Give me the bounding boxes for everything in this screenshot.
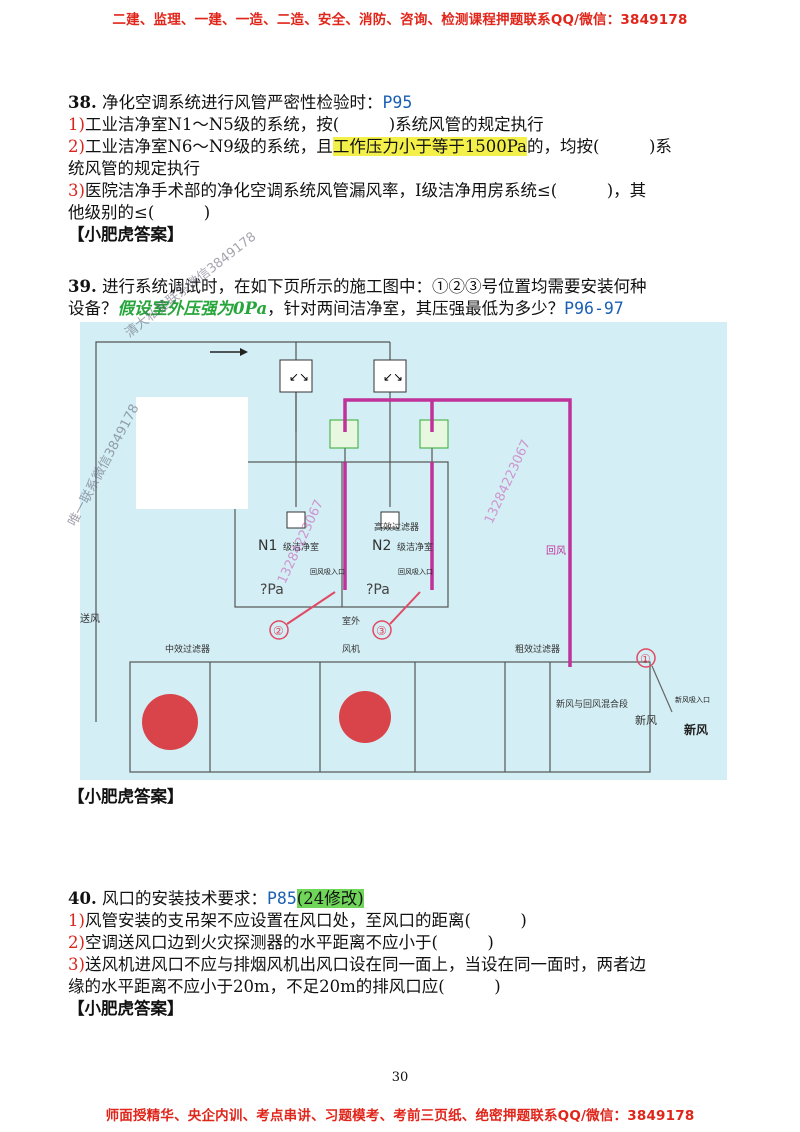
q38-item-2: 2)工业洁净室N6～N9级的系统，且工作压力小于等于1500Pa的，均按( )系 xyxy=(68,136,738,158)
q40-title: 风口的安装技术要求： xyxy=(101,889,267,908)
q38-item-2-text-a: 工业洁净室N6～N9级的系统，且 xyxy=(84,137,333,156)
mix-section-label: 新风与回风混合段 xyxy=(556,698,628,710)
q38-item-3-num: 3) xyxy=(68,181,85,200)
q39-number: 39. xyxy=(68,277,97,296)
marker-1-text: ① xyxy=(640,652,651,666)
seal-stamp-2 xyxy=(339,691,391,743)
q39-highlight: 假设室外压强为0Pa xyxy=(117,299,268,318)
return-inlet-1-label: 回风吸入口 xyxy=(310,568,345,576)
supply-air-label: 送风 xyxy=(80,612,100,625)
marker-2 xyxy=(269,620,289,640)
fresh-air-label-2: 新风 xyxy=(684,722,708,737)
q40-item-1-text: 风管安装的支吊架不应设置在风口处，至风口的距离( ) xyxy=(84,911,527,930)
marker-3-text: ③ xyxy=(376,624,387,638)
mid-filter-label: 中效过滤器 xyxy=(165,643,210,655)
blank-overlay xyxy=(136,397,248,509)
q40-number: 40. xyxy=(68,889,97,908)
q38-item-1: 1)工业洁净室N1～N5级的系统，按( )系统风管的规定执行 xyxy=(68,114,738,136)
q39-line-1: 39. 进行系统调试时，在如下页所示的施工图中：①②③号位置均需要安装何种 xyxy=(68,276,738,298)
fan-label: 风机 xyxy=(342,643,360,655)
q38-item-2-highlight: 工作压力小于等于1500Pa xyxy=(332,137,528,156)
room2-label-n: N2 xyxy=(372,538,391,554)
q39-answer: 【小肥虎答案】 xyxy=(68,787,184,806)
q40-item-3-cont: 缘的水平距离不应小于20m，不足20m的排风口应( ) xyxy=(68,977,501,996)
fresh-air-label-1: 新风 xyxy=(635,713,657,727)
q40-item-3-num: 3) xyxy=(68,955,85,974)
q40-item-1-num: 1) xyxy=(68,911,85,930)
hvac-system-diagram: ↙↘ ↙↘ N1 级洁净室 N2 级洁净室 高效过滤器 ?Pa ?Pa 回风吸入… xyxy=(80,322,727,780)
marker-2-text: ② xyxy=(273,624,284,638)
room1-label-n: N1 xyxy=(258,538,277,554)
q40-item-2-text: 空调送风口边到火灾探测器的水平距离不应小于( ) xyxy=(84,933,494,952)
fresh-inlet-label: 新风吸入口 xyxy=(675,695,710,704)
page-number: 30 xyxy=(391,1070,409,1085)
q40-item-3: 3)送风机进风口不应与排烟风机出风口设在同一面上，当设在同一面时，两者边 xyxy=(68,954,738,976)
q38-item-2-cont: 统风管的规定执行 xyxy=(68,159,200,178)
return-air-label: 回风 xyxy=(546,545,566,557)
room1-pressure: ?Pa xyxy=(260,582,284,598)
q39-text-b: 设备？ xyxy=(68,299,118,318)
q38-item-1-num: 1) xyxy=(68,115,85,134)
q38-item-2-num: 2) xyxy=(68,137,85,156)
q38-item-2-text-b: 的，均按( )系 xyxy=(527,137,672,156)
q40-item-2: 2)空调送风口边到火灾探测器的水平距离不应小于( ) xyxy=(68,932,738,954)
return-duct xyxy=(343,398,572,667)
q38-item-3-text: 医院洁净手术部的净化空调系统风管漏风率，I级洁净用房系统≤( )，其 xyxy=(84,181,647,200)
svg-text:↙↘: ↙↘ xyxy=(289,370,309,384)
room2-label-s: 级洁净室 xyxy=(397,541,433,553)
q40-item-1: 1)风管安装的支吊架不应设置在风口处，至风口的距离( ) xyxy=(68,910,738,932)
q38-answer: 【小肥虎答案】 xyxy=(68,225,184,244)
q38-item-3-cont: 他级别的≤( ) xyxy=(68,203,211,222)
return-inlet-2-label: 回风吸入口 xyxy=(398,568,433,576)
q38-number: 38. xyxy=(68,93,97,112)
q38-item-1-text: 工业洁净室N1～N5级的系统，按( )系统风管的规定执行 xyxy=(84,115,544,134)
q38-item-3: 3)医院洁净手术部的净化空调系统风管漏风率，I级洁净用房系统≤( )，其 xyxy=(68,180,738,202)
q38-title: 净化空调系统进行风管严密性检验时： xyxy=(101,93,383,112)
top-banner: 二建、监理、一建、一造、二造、安全、消防、咨询、检测课程押题联系QQ/微信：38… xyxy=(112,12,688,28)
hepa-filter-1 xyxy=(286,511,306,529)
bottom-banner: 师面授精华、央企内训、考点串讲、习题模考、考前三页纸、绝密押题联系QQ/微信：3… xyxy=(105,1108,695,1124)
outdoor-label: 室外 xyxy=(342,615,360,627)
svg-text:↙↘: ↙↘ xyxy=(383,370,403,384)
marker-1 xyxy=(636,648,656,668)
seal-stamp-1 xyxy=(142,694,198,750)
q40-item-3-text: 送风机进风口不应与排烟风机出风口设在同一面上，当设在同一面时，两者边 xyxy=(84,955,646,974)
q40-title-line: 40. 风口的安装技术要求：P85(24修改) xyxy=(68,888,738,910)
q38-page-ref: P95 xyxy=(382,93,413,112)
damper-icon: ↙↘ ↙↘ xyxy=(279,359,407,393)
q39-page-ref: P96-97 xyxy=(564,299,624,318)
marker-3 xyxy=(372,620,392,640)
q39-line-2: 设备？假设室外压强为0Pa，针对两间洁净室，其压强最低为多少？P96-97 xyxy=(68,298,738,320)
q40-page-ref: P85 xyxy=(266,889,297,908)
q40-answer: 【小肥虎答案】 xyxy=(68,999,184,1018)
q39-text-c: ，针对两间洁净室，其压强最低为多少？ xyxy=(267,299,565,318)
q39-text-a: 进行系统调试时，在如下页所示的施工图中：①②③号位置均需要安装何种 xyxy=(101,277,647,296)
room1-label-s: 级洁净室 xyxy=(283,541,319,553)
room2-pressure: ?Pa xyxy=(366,582,390,598)
coarse-filter-label: 粗效过滤器 xyxy=(515,643,560,655)
q38-title-line: 38. 净化空调系统进行风管严密性检验时：P95 xyxy=(68,92,738,114)
q40-highlight: (24修改) xyxy=(296,889,364,908)
hepa-label: 高效过滤器 xyxy=(374,521,419,533)
hepa-filter-2 xyxy=(380,511,400,529)
q40-item-2-num: 2) xyxy=(68,933,85,952)
